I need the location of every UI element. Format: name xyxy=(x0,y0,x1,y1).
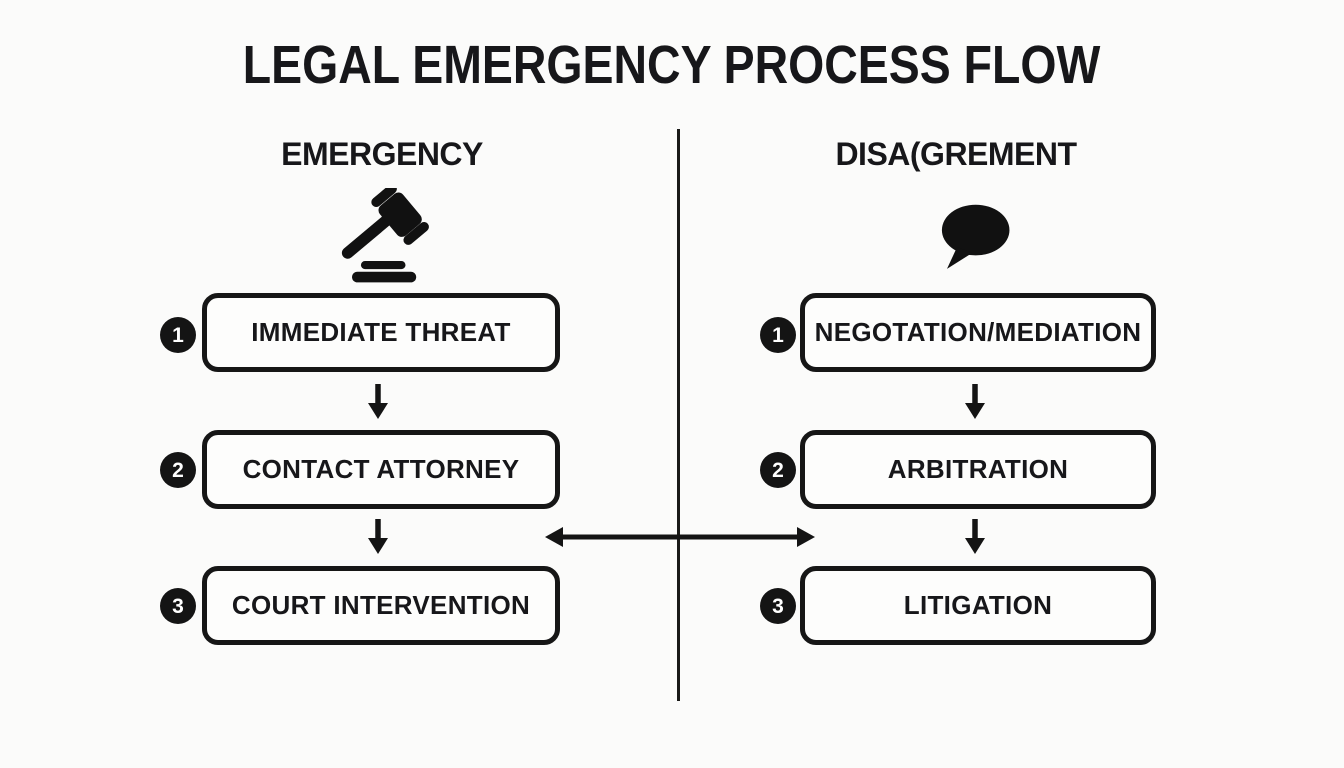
column-header-emergency: EMERGENCY xyxy=(281,136,483,172)
page-title-text: LEGAL EMERGENCY PROCESS FLOW xyxy=(243,35,1101,95)
step-number: 1 xyxy=(172,323,184,347)
step-number: 3 xyxy=(772,594,784,618)
gavel-icon xyxy=(341,188,429,283)
step-number-badge: 2 xyxy=(160,452,196,488)
step-number: 1 xyxy=(772,323,784,347)
step-box-arbitration: ARBITRATION xyxy=(800,430,1156,509)
step-number-badge: 1 xyxy=(160,317,196,353)
step-box-immediate-threat: IMMEDIATE THREAT xyxy=(202,293,560,372)
step-number-badge: 1 xyxy=(760,317,796,353)
step-box-contact-attorney: CONTACT ATTORNEY xyxy=(202,430,560,509)
column-header-disagreement: DISA(GREMENT xyxy=(835,136,1077,172)
step-number-badge: 3 xyxy=(760,588,796,624)
step-label: IMMEDIATE THREAT xyxy=(251,317,511,347)
page-title: LEGAL EMERGENCY PROCESS FLOW xyxy=(0,34,1344,96)
step-box-litigation: LITIGATION xyxy=(800,566,1156,645)
step-number-badge: 3 xyxy=(160,588,196,624)
step-number-badge: 2 xyxy=(760,452,796,488)
arrow-left-right-icon xyxy=(545,527,815,547)
arrow-down-icon xyxy=(965,384,985,419)
speech-bubble-icon xyxy=(941,204,1010,269)
step-box-negotiation-mediation: NEGOTATION/MEDIATION xyxy=(800,293,1156,372)
arrow-down-icon xyxy=(368,384,388,419)
step-number: 3 xyxy=(172,594,184,618)
step-number: 2 xyxy=(172,458,184,482)
arrow-down-icon xyxy=(965,519,985,554)
arrow-down-icon xyxy=(368,519,388,554)
step-box-court-intervention: COURT INTERVENTION xyxy=(202,566,560,645)
step-label: ARBITRATION xyxy=(887,454,1069,484)
step-label: NEGOTATION/MEDIATION xyxy=(814,317,1142,347)
step-label: LITIGATION xyxy=(903,590,1053,620)
column-divider xyxy=(677,129,680,701)
step-label: COURT INTERVENTION xyxy=(231,590,531,620)
step-number: 2 xyxy=(772,458,784,482)
step-label: CONTACT ATTORNEY xyxy=(242,454,520,484)
